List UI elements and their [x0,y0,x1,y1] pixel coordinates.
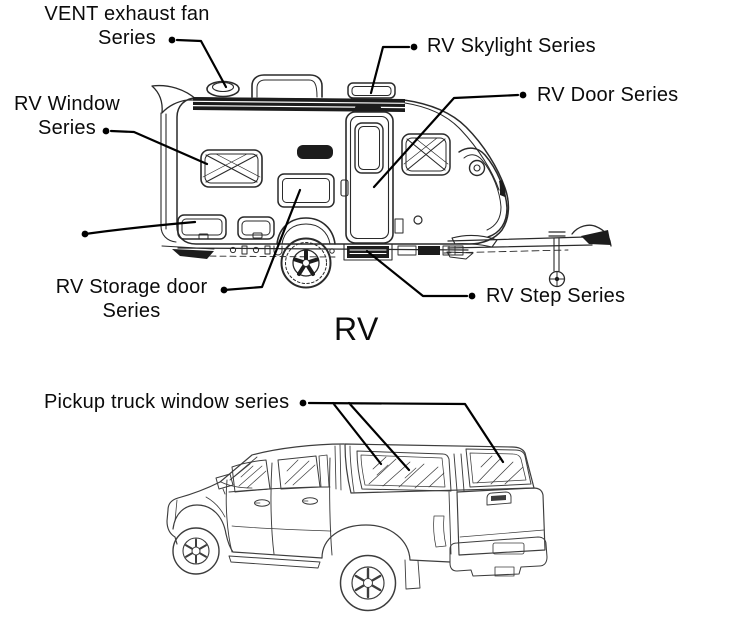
label-vent-exhaust-fan-series: VENT exhaust fan Series [44,3,210,49]
dot-skylight [410,43,418,51]
truck-canopy [344,443,535,494]
roof-skylight-bubble [251,74,323,98]
truck-tailgate [433,487,546,556]
dot-truck [299,399,307,407]
dot-door [519,91,527,99]
canopy-rear-window [465,448,532,488]
storage-door-lower-1 [177,214,227,240]
rv-window-left [200,149,263,188]
body-detail-circle [413,215,423,225]
cab-door-windows [231,454,330,493]
leader-skylight [369,45,411,95]
roof-skylight-right [347,82,396,99]
label-pickup-truck-window-series: Pickup truck window series [44,391,290,413]
label-rv-skylight-series: RV Skylight Series [427,35,596,57]
roof-rail [192,97,406,112]
leader-window [109,129,209,166]
trailer-wheel [276,217,336,289]
dot-window [102,127,110,135]
leader-step [365,249,469,298]
wall-vent [297,145,333,159]
label-rv-door-series: RV Door Series [537,84,679,106]
label-rv-step-series: RV Step Series [486,285,626,307]
label-dots [81,36,527,407]
truck-cab [166,443,451,569]
trailer-hitch [443,224,612,288]
truck-rear-bumper [404,536,548,590]
truck-rear-wheel [339,554,397,612]
leader-truck-windows [307,401,505,472]
trailer-body [176,97,510,245]
label-rv-storage-door-series: RV Storage door Series [55,276,208,322]
pickup-truck-drawing [166,443,548,612]
dot-step [468,292,476,300]
rv-window-right [401,133,451,176]
canopy-side-window [356,450,452,492]
dot-vent [168,36,176,44]
leader-door [372,93,520,189]
storage-door-main [277,173,335,208]
label-rv-window-series: RV Window Series [14,93,120,139]
entry-door [340,106,404,244]
rv-caption: RV [334,311,379,347]
door-handles [254,497,318,507]
side-mirror [215,473,234,495]
dot-storage [220,286,228,294]
truck-front-wheel [172,527,220,575]
leader-lines [83,38,520,472]
leader-storage-main [222,188,302,292]
dot-storage-lower [81,230,89,238]
underbody-chassis [161,245,474,260]
storage-door-lower-2 [237,216,275,240]
trailer-front-trim [160,112,177,243]
trailer-front-cap [151,84,198,114]
leader-storage-lower [83,220,197,236]
leader-vent [175,38,228,89]
rv-trailer-drawing [151,74,612,289]
